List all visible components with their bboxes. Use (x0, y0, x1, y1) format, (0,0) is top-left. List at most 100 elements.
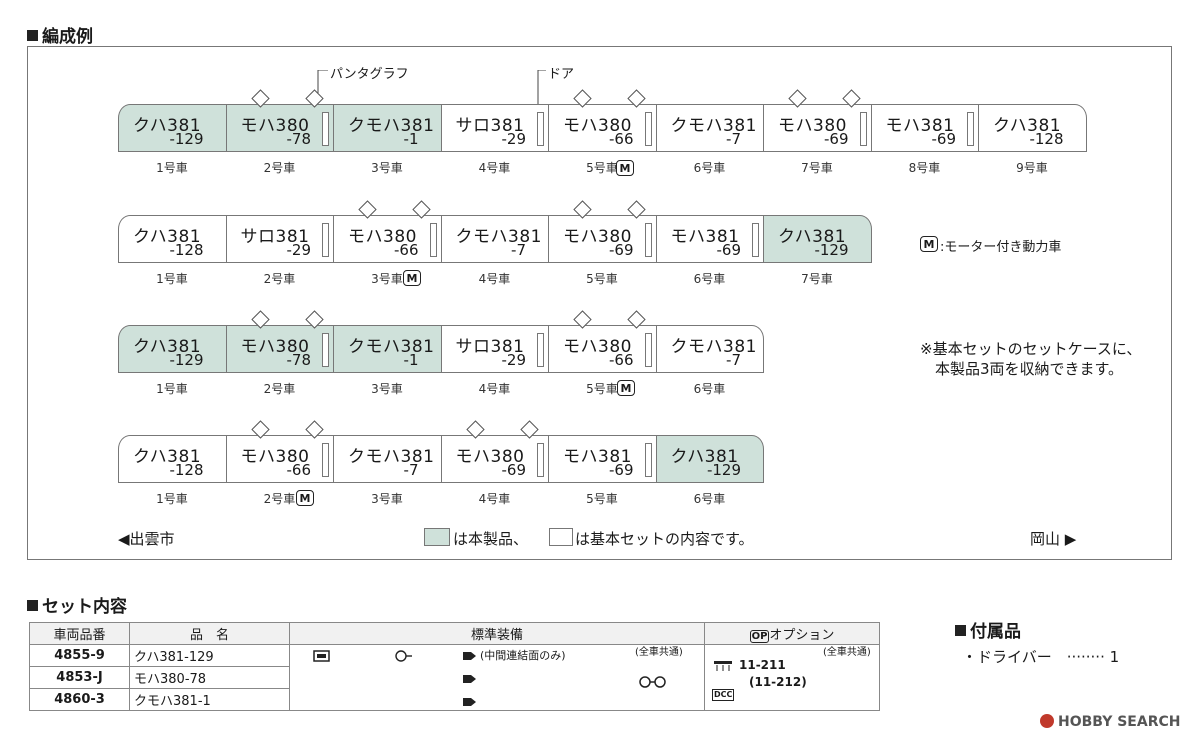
car-number: -7 (511, 241, 526, 259)
col-name: 品 名 (129, 622, 290, 645)
base-set-legend: は基本セットの内容です。 (575, 530, 754, 548)
train-car: クハ381-129 (118, 104, 227, 152)
car-name: クモハ381 (455, 227, 542, 247)
car-number: -1 (403, 130, 419, 148)
car-name: モハ380 (348, 227, 417, 247)
door-icon (644, 443, 652, 477)
car-position-label: 3号車 (371, 272, 403, 286)
car-position-label: 2号車 (263, 272, 296, 286)
dcc-icon: DCC (712, 689, 735, 701)
set-contents-heading: セット内容 (27, 592, 127, 617)
train-car: モハ380-69 (763, 104, 872, 152)
car-number: -128 (1029, 130, 1064, 148)
door-icon (537, 443, 544, 477)
common-note-b: (全車共通) (823, 647, 871, 658)
train-car: クモハ381-7 (655, 325, 764, 373)
door-icon (967, 112, 974, 146)
car-number: -69 (609, 241, 634, 259)
train-car: クハ381-128 (118, 435, 227, 483)
train-car: モハ381-69 (548, 435, 657, 483)
train-car: モハ380-66 (548, 325, 657, 373)
car-number: -69 (931, 130, 957, 148)
car-number: -78 (286, 351, 312, 369)
option-equipment: (全車共通) 11-211 (11-212) DCC (704, 644, 880, 711)
pantograph-callout: パンタグラフ (330, 67, 409, 82)
car-name: クハ381 (133, 447, 202, 467)
option-2: (11-212) (749, 675, 807, 689)
train-car: モハ381-69 (870, 104, 979, 152)
car-position-label: 1号車 (156, 382, 188, 396)
car-name: モハ381 (885, 116, 955, 136)
car-name: モハ380 (240, 337, 310, 357)
car-position-label: 2号車 (263, 382, 296, 396)
car-name: クハ381 (993, 116, 1062, 136)
train-car: モハ380-66 (548, 104, 657, 152)
option-1: 11-211 (739, 658, 786, 672)
train-car: クハ381-128 (118, 215, 227, 263)
door-icon (644, 223, 652, 257)
door-icon (644, 112, 652, 146)
car-number: -129 (814, 241, 849, 259)
car-name: モハ381 (563, 447, 632, 467)
train-car: サロ381-29 (225, 215, 334, 263)
standard-equipment: (中間連結面のみ) (全車共通) (289, 644, 705, 711)
car-number: -69 (716, 241, 742, 259)
train-car: クハ381-129 (118, 325, 227, 373)
train-car: モハ380-78 (225, 104, 334, 152)
car-name: クモハ381 (670, 116, 757, 136)
car-position-label: 1号車 (156, 492, 188, 506)
watermark: HOBBY SEARCH (1058, 714, 1181, 730)
headlight-icon (313, 650, 330, 662)
motor-icon: M (920, 236, 938, 252)
car-name: サロ381 (240, 227, 310, 247)
direction-right: 岡山 ▶ (1030, 530, 1077, 548)
accessory-item: ・ドライバー ········ 1 (962, 648, 1120, 666)
car-position-label: 6号車 (693, 382, 726, 396)
motor-car-icon: M (617, 380, 635, 396)
car-position-label: 9号車 (1016, 161, 1048, 175)
car-name: モハ380 (455, 447, 525, 467)
car-number: -7 (726, 351, 741, 369)
car-number: -29 (286, 241, 312, 259)
car-name: モハ380 (563, 337, 632, 357)
car-number: -66 (609, 130, 634, 148)
coupler-icon (463, 675, 476, 683)
car-number: -69 (824, 130, 849, 148)
product-swatch (424, 528, 450, 546)
door-icon (322, 443, 329, 477)
train-car: モハ380-69 (440, 435, 549, 483)
train-car: クハ381-129 (655, 435, 764, 483)
car-name: クハ381 (133, 337, 202, 357)
car-name: クモハ381 (348, 116, 435, 136)
car-number: -129 (169, 130, 204, 148)
car-position-label: 7号車 (801, 272, 833, 286)
square-bullet-icon (27, 600, 38, 611)
car-number: -7 (403, 461, 419, 479)
car-number: -128 (169, 461, 204, 479)
train-car: モハ380-78 (225, 325, 334, 373)
interior-light-icon (714, 661, 732, 671)
train-car: モハ380-66 (333, 215, 442, 263)
car-position-label: 5号車 (586, 272, 618, 286)
square-bullet-icon (27, 30, 38, 41)
formation-panel (27, 46, 1172, 560)
base-set-swatch (549, 528, 573, 546)
train-car: サロ381-29 (440, 104, 549, 152)
car-position-label: 4号車 (478, 161, 511, 175)
door-icon (752, 223, 759, 257)
car-number: -129 (706, 461, 741, 479)
motor-legend-text: :モーター付き動力車 (940, 240, 1062, 255)
car-position-label: 3号車 (371, 382, 403, 396)
car-position-label: 4号車 (478, 382, 511, 396)
motor-car-icon: M (616, 160, 634, 176)
train-car: クモハ381-1 (333, 325, 442, 373)
car-position-label: 4号車 (478, 492, 511, 506)
train-car: クモハ381-1 (333, 104, 442, 152)
train-car: モハ380-69 (548, 215, 657, 263)
car-number: -66 (286, 461, 312, 479)
car-number: -66 (609, 351, 634, 369)
door-callout: ドア (548, 67, 575, 82)
door-icon (537, 112, 544, 146)
train-car: クハ381-129 (763, 215, 872, 263)
